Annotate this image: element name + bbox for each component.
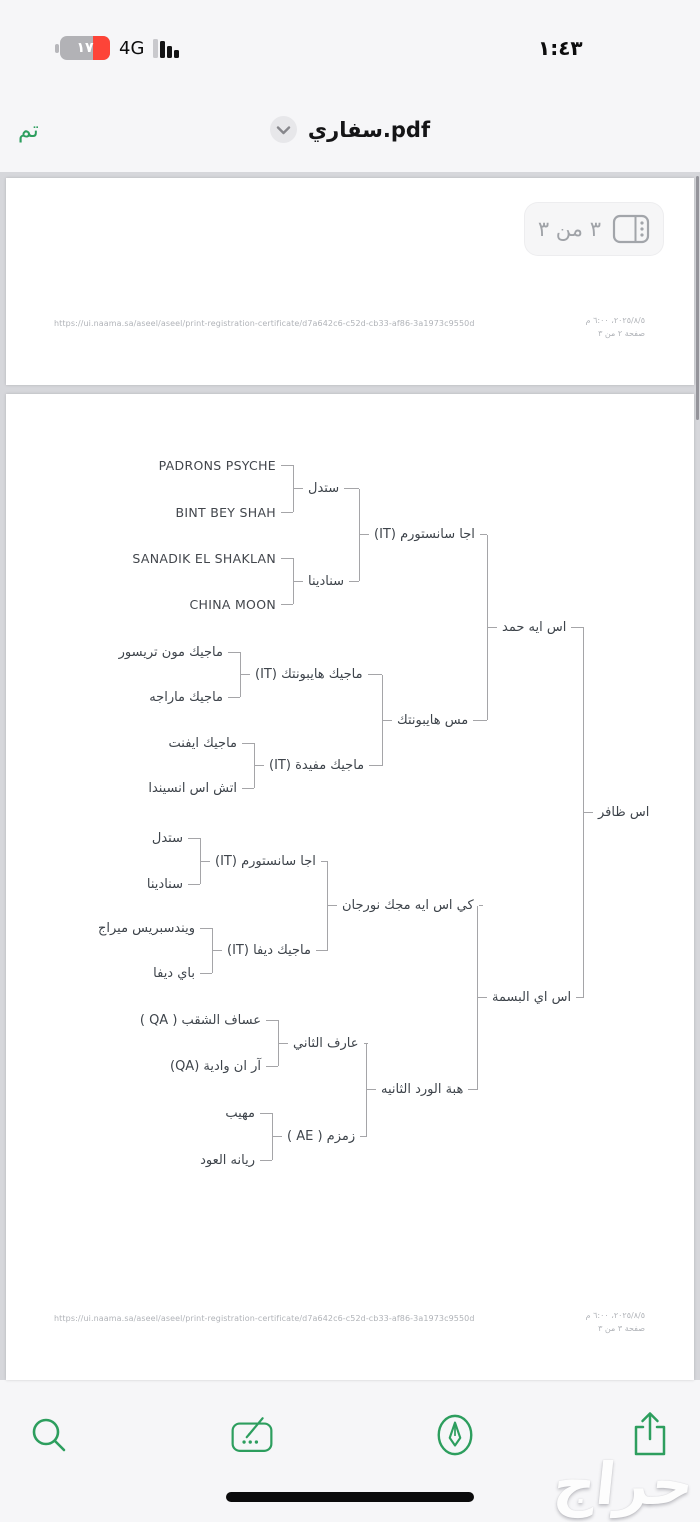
status-bar-clock: ١:٤٣ (538, 36, 583, 60)
markup-pen-button[interactable] (433, 1413, 477, 1457)
pedigree-node: SANADIK EL SHAKLAN (78, 547, 293, 569)
pedigree-node: ماجيك ايفنت (39, 732, 254, 754)
pedigree-node-label: PADRONS PSYCHE (158, 457, 276, 473)
footer-page-number: صفحة ٢ من ٣ (598, 329, 645, 338)
pedigree-node-label: سنادينا (308, 573, 345, 589)
pedigree-node: هبة الورد الثانيه (366, 1079, 477, 1101)
search-button[interactable] (27, 1413, 71, 1457)
pedigree-node: BINT BEY SHAH (78, 501, 293, 523)
page-indicator-pill[interactable]: ٣ من ٣ (524, 203, 663, 255)
pedigree-node: زمزم ( AE ) (272, 1126, 366, 1148)
pedigree-node-label: كي اس ايه مجك نورجان (342, 898, 474, 914)
pedigree-node: اس اي البسمة (477, 987, 583, 1009)
certificate-url: https://ui.naama.sa/aseel/aseel/print-re… (54, 1314, 475, 1323)
pedigree-node-label: اجا سانستورم (IT) (374, 527, 475, 543)
pedigree-node-label: سنادينا (146, 876, 183, 892)
pedigree-node-label: ماجيك هايبونتك (IT) (255, 667, 363, 682)
pedigree-node: ستدل (293, 478, 359, 500)
footer-datetime: ٢٠٢٥/٨/٥، ٦:٠٠ م (585, 1311, 645, 1320)
pedigree-node-label: مس هايبونتك (397, 712, 469, 728)
pedigree-node-label: اس ظافر (598, 805, 650, 821)
pedigree-node: باي ديفا (0, 962, 212, 984)
haraj-watermark: حراج (550, 1450, 698, 1518)
page-footer-meta: ٢٠٢٥/٨/٥، ٦:٠٠ م صفحة ٣ من ٣ (586, 1309, 645, 1335)
pedigree-node: ماجيك هايبونتك (IT) (240, 664, 382, 686)
pedigree-node-label: باي ديفا (153, 965, 195, 981)
pedigree-node: اتش اس انسيندا (39, 777, 254, 799)
document-title: سفاري.pdf (307, 117, 431, 142)
pedigree-node: PADRONS PSYCHE (78, 454, 293, 476)
pedigree-node: عارف الثاني (278, 1032, 368, 1054)
search-icon (32, 1418, 66, 1452)
page-indicator-label: ٣ من ٣ (537, 217, 601, 241)
battery-percent: ١٧ (76, 40, 94, 56)
pedigree-node-label: اس ايه حمد (502, 619, 567, 635)
share-icon (634, 1412, 666, 1456)
battery-icon: ١٧ (55, 36, 110, 60)
pedigree-node-label: آر ان وادية (QA) (169, 1058, 261, 1074)
pedigree-node-label: CHINA MOON (189, 596, 276, 612)
pedigree-node-label: عارف الثاني (293, 1035, 359, 1051)
share-button[interactable] (628, 1412, 672, 1457)
footer-page-number: صفحة ٣ من ٣ (598, 1324, 645, 1333)
done-button[interactable]: تم (18, 118, 39, 143)
pen-circle-icon (437, 1414, 473, 1456)
pedigree-node-label: ماجيك ديفا (IT) (227, 943, 311, 958)
pedigree-node: آر ان وادية (QA) (63, 1055, 278, 1077)
pedigree-node-label: ويندسبريس ميراج (97, 920, 195, 936)
chevron-down-icon[interactable] (269, 116, 297, 143)
pedigree-node-label: ستدل (308, 481, 340, 496)
pedigree-node-label: ماجيك ايفنت (168, 735, 237, 751)
pedigree-node: كي اس ايه مجك نورجان (327, 895, 483, 917)
pedigree-node-label: SANADIK EL SHAKLAN (132, 550, 276, 566)
pedigree-node: مهيب (57, 1102, 272, 1124)
pedigree-node: ماجيك ماراجه (25, 686, 240, 708)
pdf-page-2-fragment: ٣ من ٣ https://ui.naama.sa/aseel/aseel/p… (6, 178, 694, 385)
markup-box-icon (231, 1417, 273, 1452)
pedigree-node-label: ماجيك ماراجه (149, 689, 223, 705)
footer-datetime: ٢٠٢٥/٨/٥، ٦:٠٠ م (585, 316, 645, 325)
markup-fields-button[interactable] (230, 1413, 274, 1457)
thumbnails-icon (612, 214, 650, 244)
pedigree-node: CHINA MOON (78, 593, 293, 615)
pedigree-node: مس هايبونتك (382, 709, 487, 731)
scroll-indicator[interactable] (696, 176, 699, 420)
pedigree-node: سنادينا (293, 570, 359, 592)
pedigree-node: ماجيك ديفا (IT) (212, 940, 327, 962)
pedigree-tree: PADRONS PSYCHE BINT BEY SHAH ستدل SANADIK E… (6, 394, 694, 1380)
pedigree-node: ويندسبريس ميراج (0, 917, 212, 939)
pedigree-node-label: عساف الشقب ( QA ) (139, 1012, 261, 1028)
pedigree-node-label: BINT BEY SHAH (175, 504, 276, 520)
pedigree-node: ماجيك مون تريسور (25, 641, 240, 663)
certificate-url: https://ui.naama.sa/aseel/aseel/print-re… (54, 319, 475, 328)
pedigree-node-label: مهيب (225, 1105, 255, 1121)
pedigree-node: اجا سانستورم (IT) (200, 850, 327, 872)
pedigree-node: اجا سانستورم (IT) (359, 524, 487, 546)
network-type-label: 4G (119, 37, 145, 59)
pedigree-node: سنادينا (0, 873, 200, 895)
pedigree-node-label: زمزم ( AE ) (287, 1129, 356, 1144)
pedigree-node-label: ستدل (151, 830, 183, 846)
signal-bars-icon (153, 38, 179, 58)
pedigree-node: عساف الشقب ( QA ) (63, 1009, 278, 1031)
home-indicator[interactable] (226, 1492, 474, 1502)
pedigree-node-label: هبة الورد الثانيه (381, 1082, 464, 1098)
status-bar-left: ١٧ 4G (55, 36, 179, 60)
pedigree-node-label: ماجيك مون تريسور (118, 644, 223, 660)
pedigree-node: اس ظافر (583, 802, 683, 824)
pedigree-node: اس ايه حمد (487, 616, 583, 638)
page-footer-meta: ٢٠٢٥/٨/٥، ٦:٠٠ م صفحة ٢ من ٣ (586, 314, 645, 340)
pedigree-node: ستدل (0, 827, 200, 849)
title-bar: سفاري.pdf (0, 116, 700, 143)
pedigree-node: ماجيك مفيدة (IT) (254, 755, 382, 777)
pdf-page-3: PADRONS PSYCHE BINT BEY SHAH ستدل SANADIK E… (6, 394, 694, 1380)
pedigree-node-label: ريانه العود (200, 1152, 255, 1168)
pedigree-node: ريانه العود (57, 1149, 272, 1171)
pedigree-node-label: اس اي البسمة (492, 990, 572, 1006)
pedigree-node-label: اتش اس انسيندا (148, 780, 237, 796)
pedigree-node-label: ماجيك مفيدة (IT) (269, 758, 365, 773)
pedigree-node-label: اجا سانستورم (IT) (215, 853, 316, 869)
